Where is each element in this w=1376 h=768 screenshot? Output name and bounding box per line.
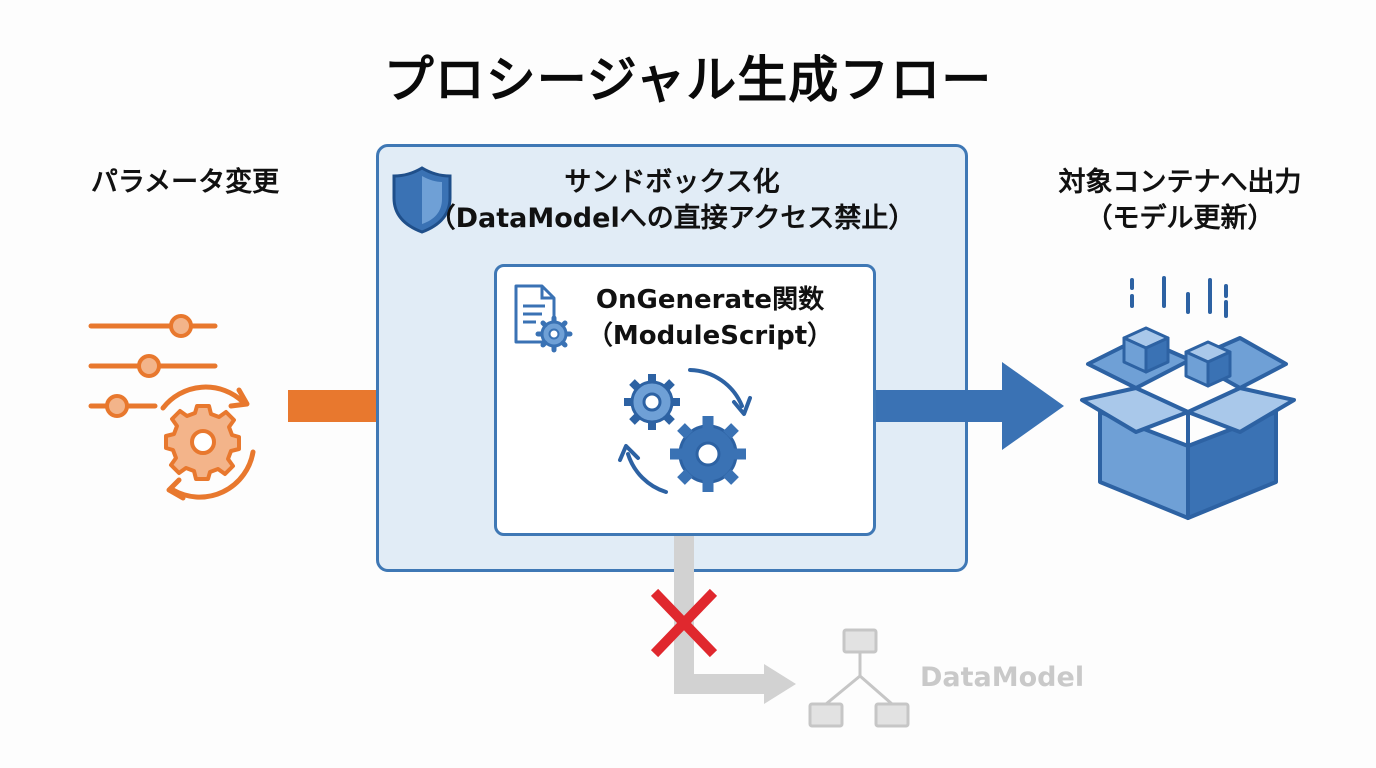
gears-cycle-icon [618, 368, 752, 494]
module-title-line2: （ModuleScript） [586, 321, 834, 351]
input-label-text: パラメータ変更 [90, 167, 280, 198]
sliders-icon [88, 314, 218, 378]
input-label: パラメータ変更 [40, 165, 330, 201]
gear-cycle-icon [160, 384, 256, 501]
slider-third-line [88, 394, 158, 418]
page-title: プロシージャル生成フロー [383, 51, 993, 109]
document-gear-icon [514, 284, 573, 353]
hierarchy-icon [808, 628, 910, 728]
cross-icon [650, 588, 718, 658]
sandbox-title-line1: サンドボックス化 [564, 167, 780, 198]
output-arrow [876, 362, 1064, 450]
datamodel-label: DataModel [920, 662, 1085, 693]
sandbox-title: サンドボックス化 （DataModelへの直接アクセス禁止） [376, 165, 968, 237]
sandbox-title-line2: （DataModelへの直接アクセス禁止） [428, 203, 916, 234]
output-label-line1: 対象コンテナへ出力 [1058, 167, 1302, 198]
module-title-line1: OnGenerate関数 [595, 285, 825, 315]
blocked-path-arrow [674, 536, 796, 704]
output-label-line2: （モデル更新） [1085, 203, 1275, 234]
module-box [494, 264, 876, 536]
shield-icon [392, 166, 452, 234]
module-title: OnGenerate関数 （ModuleScript） [560, 282, 860, 354]
open-box-icon [1080, 276, 1296, 520]
output-label: 対象コンテナへ出力 （モデル更新） [1010, 165, 1350, 237]
